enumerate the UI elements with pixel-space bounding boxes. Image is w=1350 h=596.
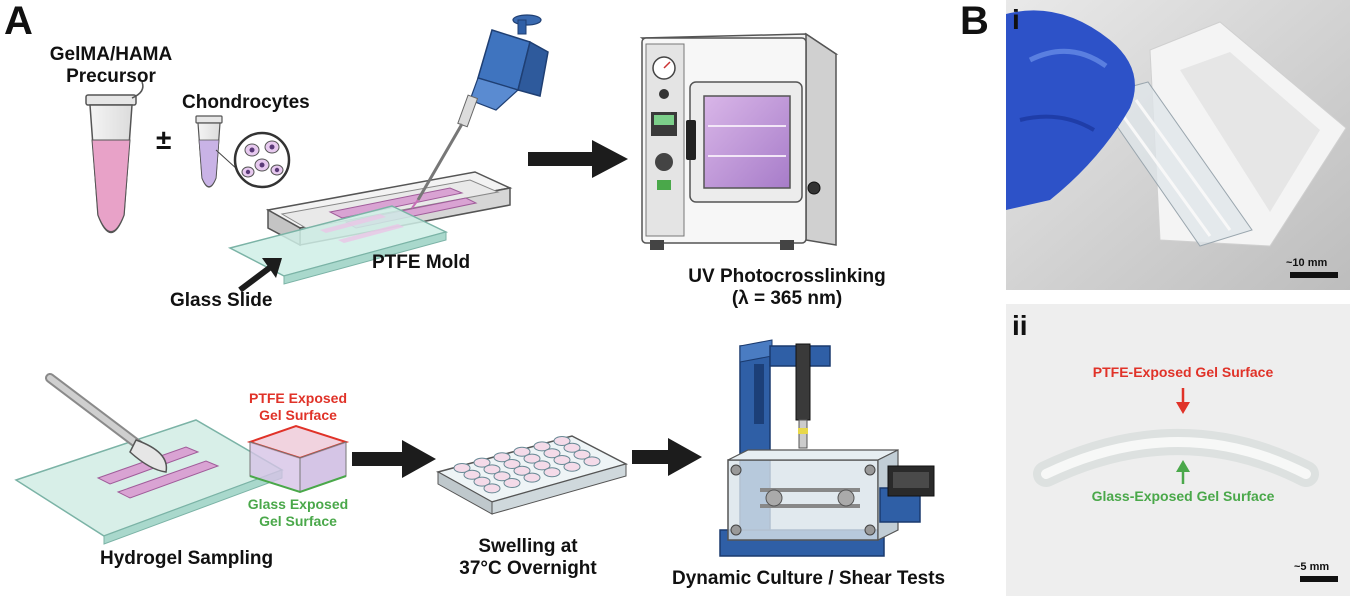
process-arrow-icon (528, 140, 628, 178)
glass-exposed-label: Glass Exposed Gel Surface (238, 496, 358, 530)
gel-cube-icon (246, 424, 350, 494)
panel-label-ii: ii (1012, 310, 1028, 341)
precursor-line-1: GelMA/HAMA (49, 44, 173, 65)
well (483, 483, 501, 494)
uv-line-1: UV Photocrosslinking (688, 266, 886, 287)
glass-exposed-line-1: Glass Exposed (247, 496, 349, 512)
dynamic-culture-label: Dynamic Culture / Shear Tests (672, 568, 946, 589)
scalpel-icon (45, 373, 168, 473)
chondrocytes-label: Chondrocytes (182, 92, 310, 113)
well (503, 478, 521, 488)
plus-minus-label: ± (156, 124, 172, 155)
well (503, 459, 521, 469)
hydrogel-sampling-label: Hydrogel Sampling (100, 548, 274, 569)
swelling-line-2: 37°C Overnight (459, 557, 597, 579)
well (493, 452, 511, 463)
well (553, 436, 571, 446)
photo-ii (1006, 304, 1350, 596)
ptfe-exposed-label: PTFE Exposed Gel Surface (238, 390, 358, 424)
well (513, 446, 531, 457)
glass-slide-icon (227, 205, 449, 285)
well (463, 469, 481, 480)
pipette-icon (411, 14, 549, 209)
well (563, 461, 581, 472)
well (553, 455, 571, 465)
photo-i (1006, 0, 1350, 290)
uv-label: UV Photocrosslinking (λ = 365 nm) (680, 266, 894, 310)
process-arrow-icon (632, 438, 702, 476)
ptfe-exposed-line-1: PTFE Exposed (248, 390, 348, 406)
well (523, 472, 541, 483)
panel-label-i: i (1012, 4, 1020, 35)
well (473, 457, 491, 468)
scale-bar-i-label: ~10 mm (1286, 257, 1328, 269)
well (543, 467, 561, 478)
well (583, 456, 601, 467)
well (493, 471, 511, 482)
uv-line-2: (λ = 365 nm) (731, 287, 843, 309)
eppendorf-tube-icon (85, 81, 144, 234)
glass-slide-label: Glass Slide (170, 290, 273, 311)
panel-label-a: A (4, 0, 33, 43)
well (483, 464, 501, 475)
ptfe-exposed-line-2: Gel Surface (259, 406, 337, 423)
swelling-label: Swelling at 37°C Overnight (440, 536, 616, 580)
scale-bar-ii-label: ~5 mm (1294, 561, 1330, 573)
swelling-line-1: Swelling at (478, 536, 578, 557)
ptfe-mold-label: PTFE Mold (372, 252, 471, 273)
cell-tube-icon (195, 115, 291, 189)
well (533, 460, 551, 471)
precursor-line-2: Precursor (66, 65, 156, 87)
photo-ii-glass-label: Glass-Exposed Gel Surface (1091, 488, 1275, 504)
well (513, 465, 531, 476)
well (573, 449, 591, 460)
well (563, 442, 581, 453)
well (523, 453, 541, 464)
well-plate-icon (436, 435, 629, 515)
well-grid (453, 436, 601, 494)
well (473, 476, 491, 487)
photo-ii-ptfe-label: PTFE-Exposed Gel Surface (1092, 364, 1274, 380)
bioreactor-icon (719, 339, 935, 557)
well (453, 463, 471, 473)
glass-exposed-line-2: Gel Surface (259, 512, 337, 529)
uv-oven-icon (639, 32, 839, 250)
glass-slide-arrow-icon (238, 258, 282, 293)
process-arrow-icon (352, 440, 436, 478)
well (533, 441, 551, 452)
panel-label-b: B (960, 0, 989, 43)
well (543, 448, 561, 459)
precursor-label: GelMA/HAMA Precursor (44, 44, 178, 88)
